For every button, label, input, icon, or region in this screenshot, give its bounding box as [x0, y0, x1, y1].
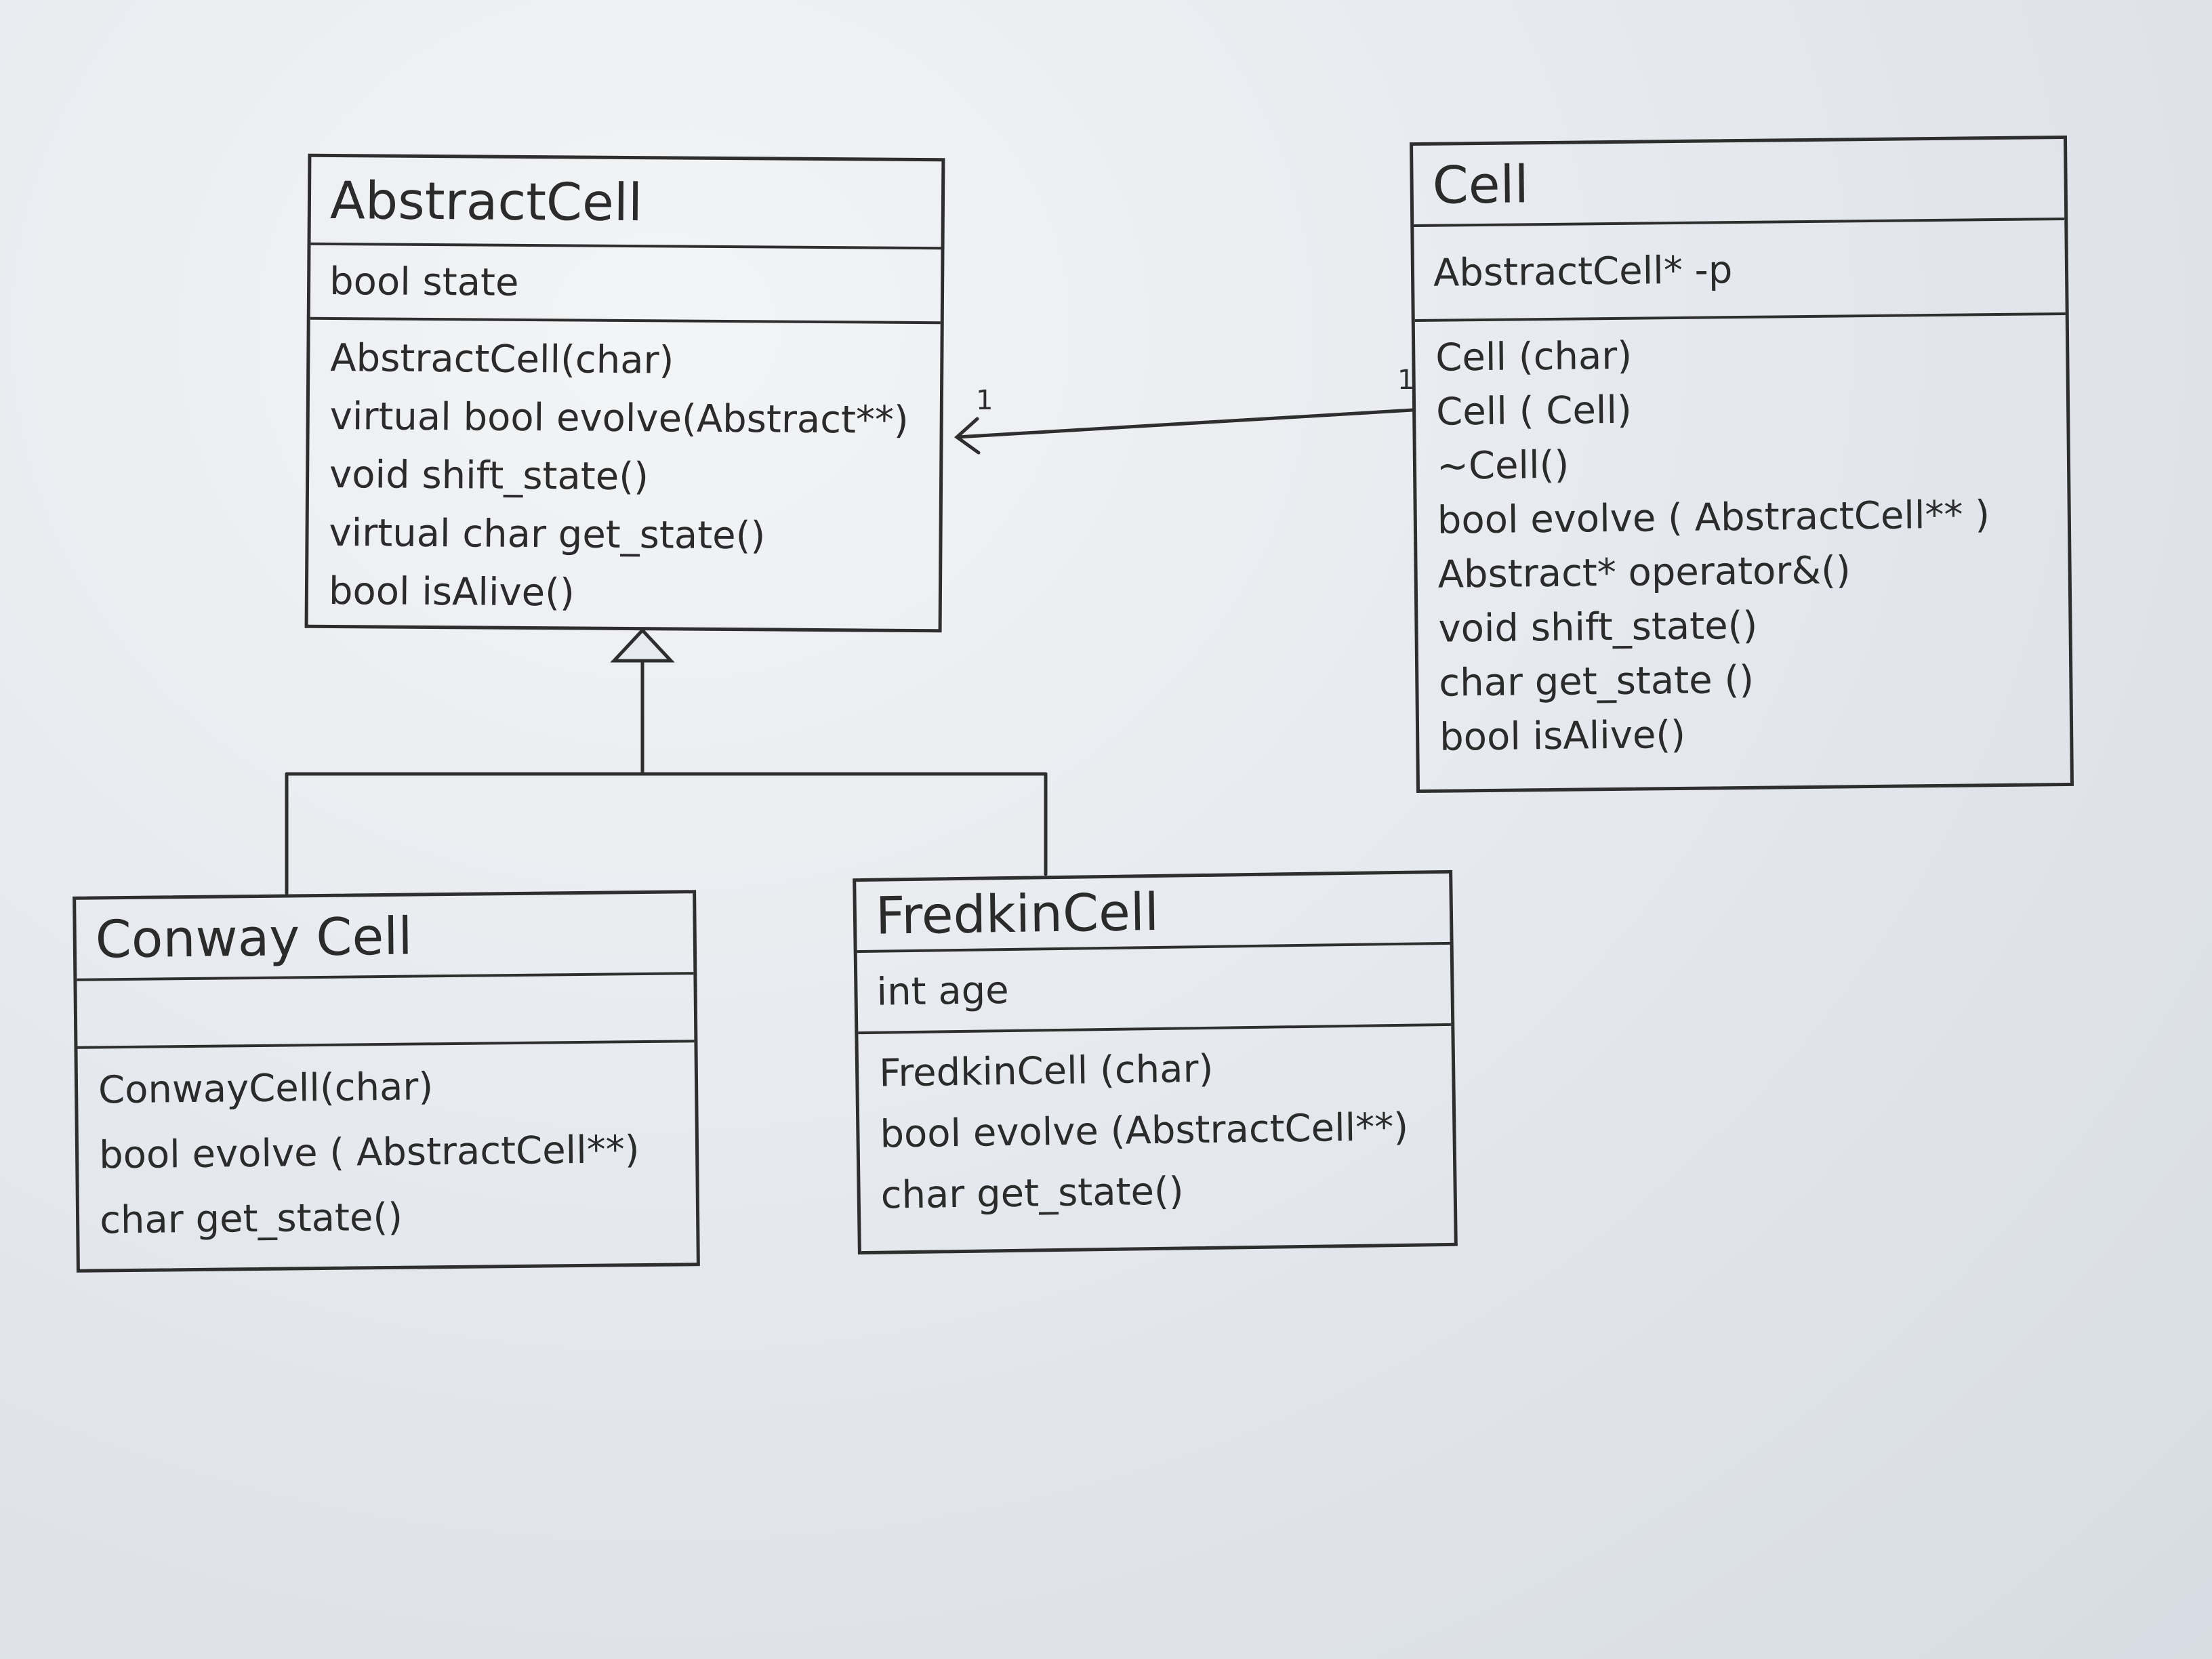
class-operations: ConwayCell(char) bool evolve ( AbstractC…	[77, 1042, 696, 1254]
operation-row: FredkinCell (char)	[878, 1046, 1214, 1096]
operation-row: bool evolve ( AbstractCell**)	[98, 1128, 640, 1178]
class-name: Cell	[1413, 138, 2065, 228]
operation-row: ~Cell()	[1436, 443, 1570, 489]
multiplicity-abstractcell: 1	[976, 385, 994, 416]
class-name: FredkinCell	[856, 873, 1450, 954]
operation-row: virtual char get_state()	[329, 510, 766, 558]
class-name: AbstractCell	[310, 157, 942, 250]
operation-row: bool evolve (AbstractCell**)	[879, 1105, 1409, 1157]
class-attributes	[77, 975, 695, 1049]
association-arrowhead	[954, 417, 981, 455]
class-operations: Cell (char) Cell ( Cell) ~Cell() bool ev…	[1415, 315, 2070, 765]
class-cell: Cell AbstractCell* -p Cell (char) Cell (…	[1410, 135, 2074, 794]
operation-row: void shift_state()	[1438, 603, 1758, 651]
operation-row: virtual bool evolve(Abstract**)	[329, 394, 909, 443]
attribute-row: bool state	[329, 259, 519, 305]
operation-row: Abstract* operator&()	[1437, 548, 1851, 597]
class-conway-cell: Conway Cell ConwayCell(char) bool evolve…	[73, 890, 700, 1273]
attribute-row: int age	[876, 968, 1010, 1015]
operation-row: AbstractCell(char)	[330, 335, 674, 383]
operation-row: bool isAlive()	[328, 569, 575, 615]
operation-row: char get_state ()	[1439, 657, 1755, 705]
operation-row: Cell ( Cell)	[1435, 388, 1633, 434]
association-line	[955, 408, 1415, 439]
class-operations: FredkinCell (char) bool evolve (Abstract…	[858, 1026, 1454, 1227]
class-abstract-cell: AbstractCell bool state AbstractCell(cha…	[304, 153, 945, 633]
inheritance-triangle	[610, 628, 675, 663]
operation-row: bool evolve ( AbstractCell** )	[1437, 493, 1990, 543]
class-operations: AbstractCell(char) virtual bool evolve(A…	[308, 320, 941, 625]
operation-row: void shift_state()	[329, 452, 649, 499]
class-name: Conway Cell	[76, 893, 694, 981]
operation-row: ConwayCell(char)	[98, 1065, 434, 1113]
class-attributes: bool state	[310, 245, 941, 325]
operation-row: Cell (char)	[1435, 333, 1633, 380]
operation-row: bool isAlive()	[1439, 712, 1686, 760]
multiplicity-cell: 1	[1397, 365, 1415, 396]
class-fredkin-cell: FredkinCell int age FredkinCell (char) b…	[853, 869, 1458, 1255]
operation-row: char get_state()	[880, 1169, 1185, 1218]
class-attributes: AbstractCell* -p	[1414, 220, 2066, 323]
operation-row: char get_state()	[99, 1195, 403, 1243]
attribute-row: AbstractCell* -p	[1433, 247, 1733, 295]
class-attributes: int age	[857, 944, 1452, 1035]
